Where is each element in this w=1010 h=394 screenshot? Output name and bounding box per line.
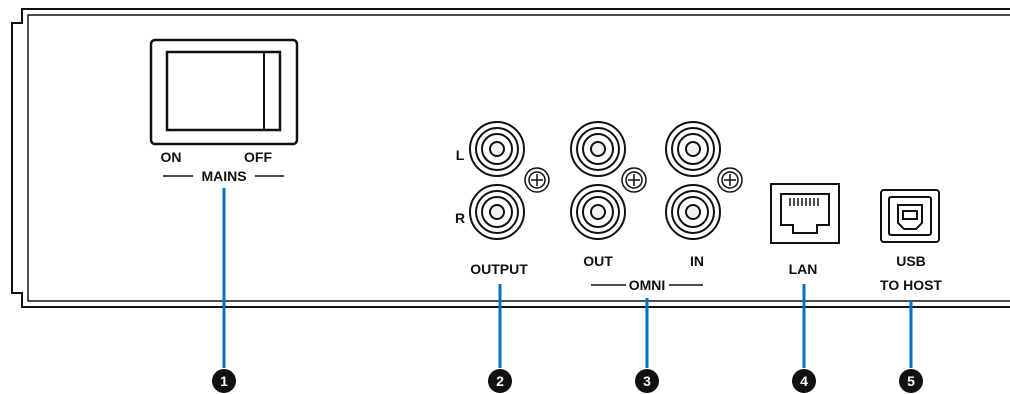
omni-out-1-jack[interactable] (570, 121, 626, 177)
switch-off-label: OFF (244, 149, 272, 165)
switch-on-label: ON (161, 149, 182, 165)
output-l-jack[interactable] (469, 121, 525, 177)
omni-in-2-jack[interactable] (665, 184, 721, 240)
callout-4: 4 (792, 369, 816, 393)
callout-number: 2 (496, 373, 504, 389)
usb-label-line2: TO HOST (880, 277, 942, 293)
callout-number: 4 (800, 373, 808, 389)
screw-icon (717, 167, 743, 193)
lan-port[interactable] (770, 183, 840, 244)
panel-outline (11, 8, 1010, 308)
leader-lines (222, 188, 913, 368)
callout-3: 3 (635, 369, 659, 393)
output-label: OUTPUT (470, 261, 528, 277)
screw-icon (524, 167, 550, 193)
mains-power-switch[interactable] (149, 38, 299, 146)
omni-label: OMNI (629, 277, 666, 293)
omni-out-2-jack[interactable] (570, 184, 626, 240)
omni-in-label: IN (690, 253, 704, 269)
left-channel-label: L (456, 147, 465, 163)
callout-number: 1 (220, 373, 228, 389)
omni-in-1-jack[interactable] (665, 121, 721, 177)
output-r-jack[interactable] (469, 184, 525, 240)
usb-to-host-port[interactable] (880, 189, 940, 243)
screw-icon (621, 167, 647, 193)
right-channel-label: R (455, 210, 465, 226)
omni-out-label: OUT (583, 253, 613, 269)
callout-2: 2 (488, 369, 512, 393)
lan-label: LAN (789, 261, 818, 277)
callout-number: 3 (643, 373, 651, 389)
mains-label: MAINS (201, 168, 246, 184)
callout-number: 5 (907, 373, 915, 389)
callout-1: 1 (212, 369, 236, 393)
usb-label-line1: USB (896, 253, 926, 269)
callout-5: 5 (899, 369, 923, 393)
